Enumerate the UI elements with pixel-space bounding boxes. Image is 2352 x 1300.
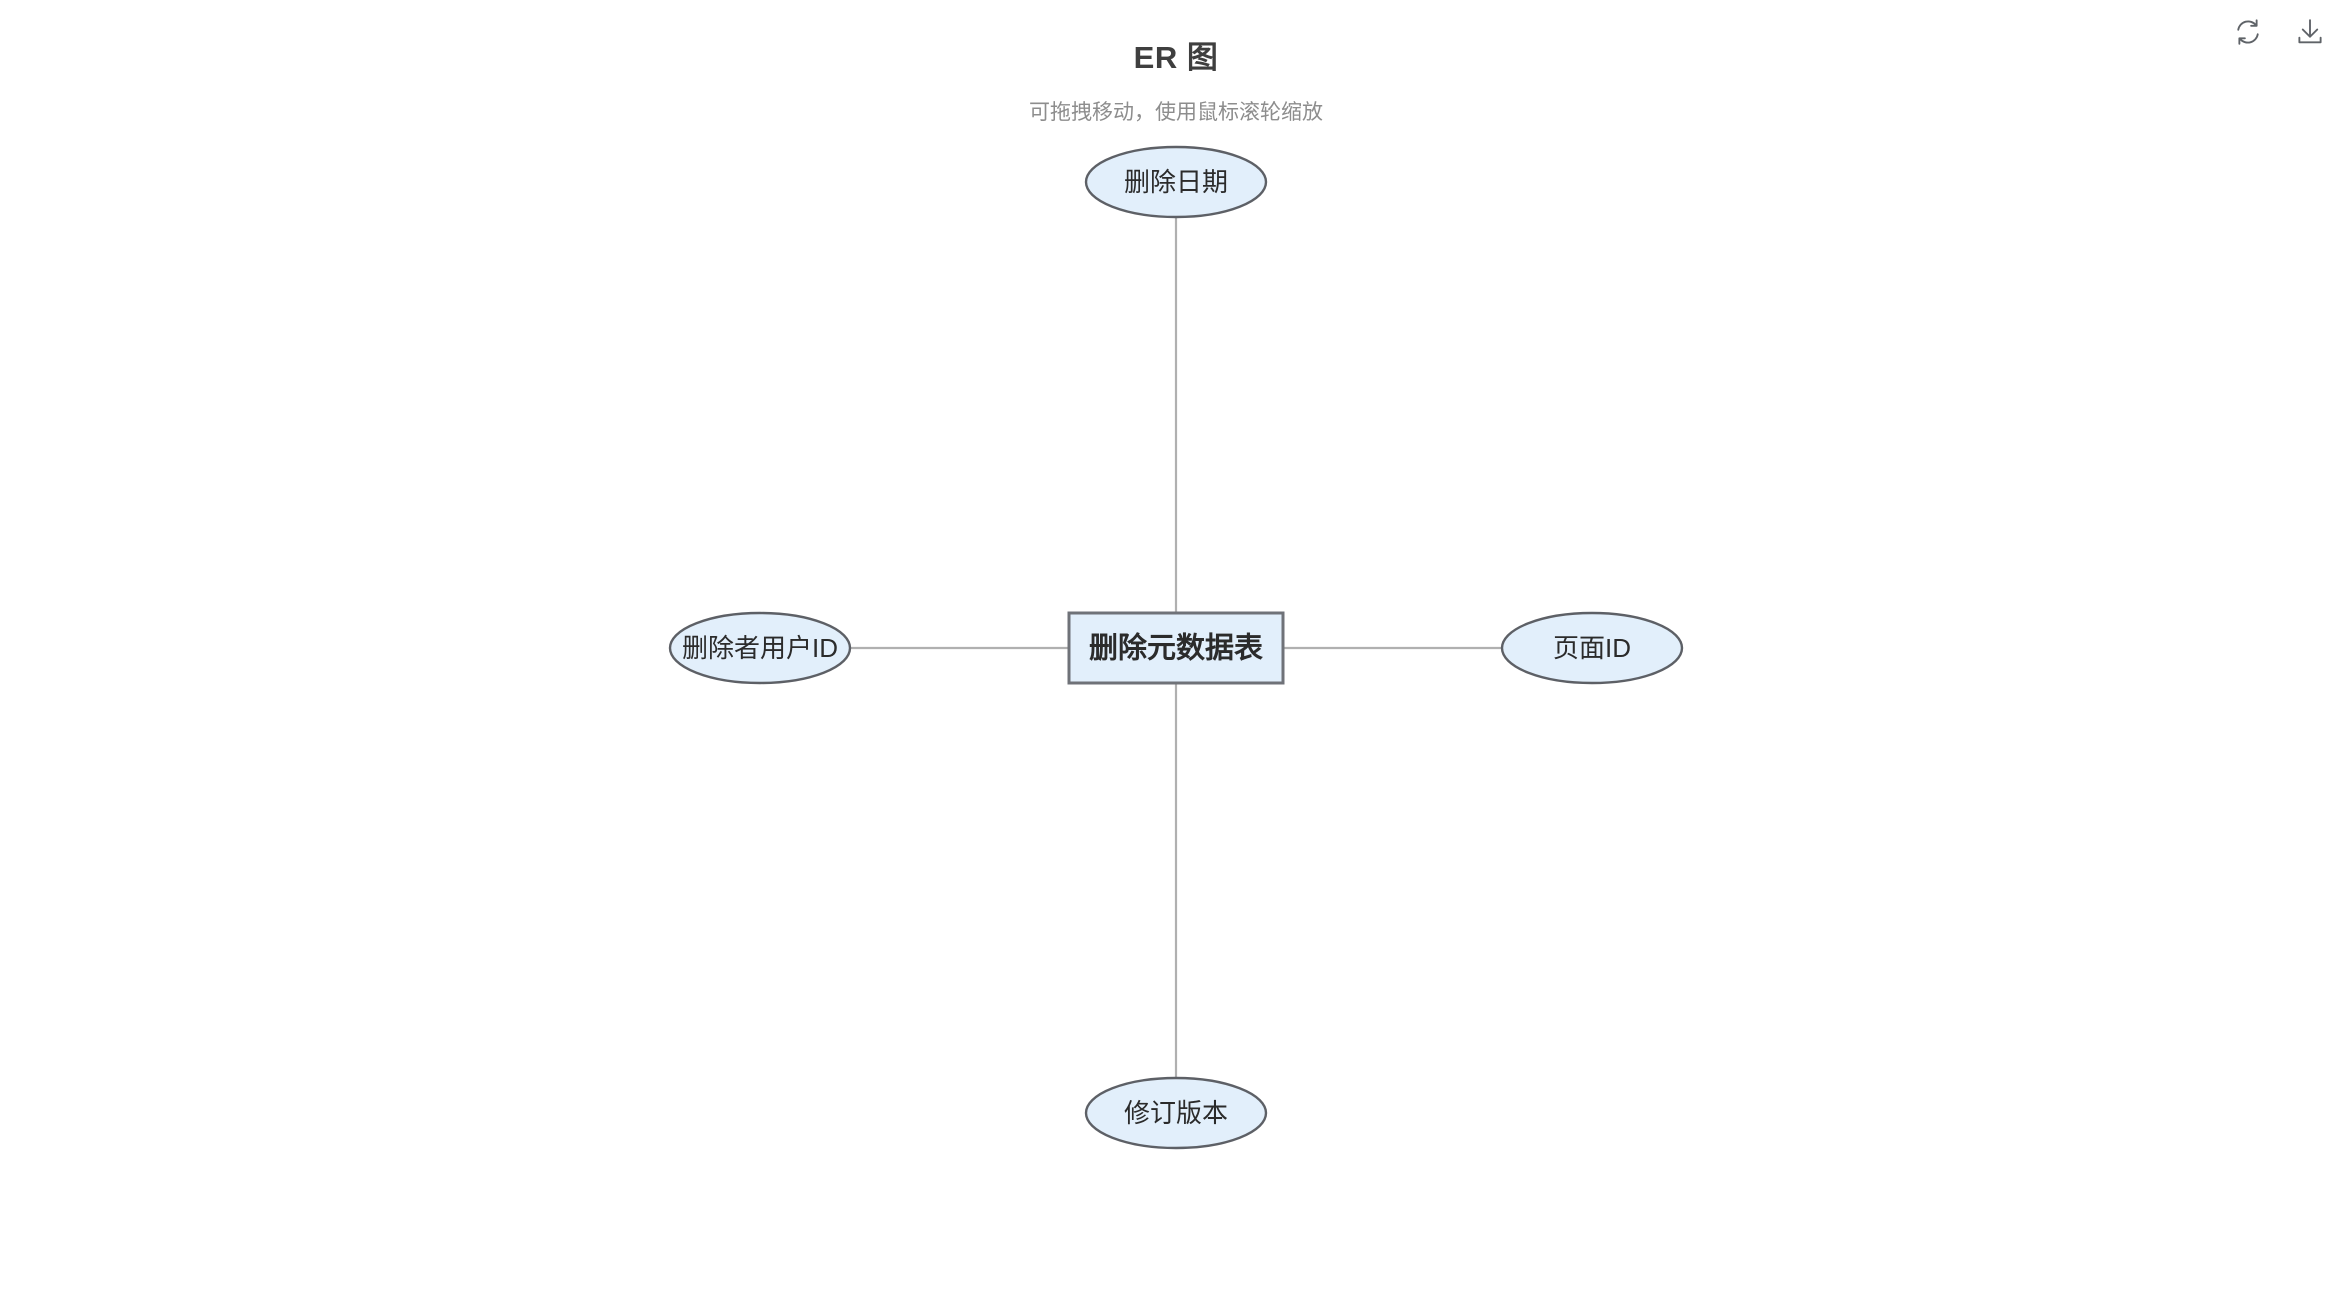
attribute-label: 修订版本 (1124, 1098, 1228, 1128)
attribute-label: 删除日期 (1124, 167, 1228, 197)
attribute-node-page-id[interactable]: 页面ID (1500, 611, 1684, 685)
page-header: ER 图 可拖拽移动，使用鼠标滚轮缩放 (0, 0, 2352, 140)
download-button[interactable] (2288, 10, 2332, 54)
edge-group (850, 217, 1502, 1078)
attribute-node-revision-version[interactable]: 修订版本 (1084, 1076, 1268, 1150)
entity-rectangle[interactable] (1067, 611, 1285, 685)
attribute-label: 删除者用户ID (682, 633, 838, 663)
download-icon (2295, 17, 2325, 47)
attribute-ellipse[interactable] (668, 611, 852, 685)
attribute-node-delete-date[interactable]: 删除日期 (1084, 145, 1268, 219)
toolbar (2226, 10, 2332, 54)
attribute-ellipse[interactable] (1500, 611, 1684, 685)
attribute-ellipse[interactable] (1084, 145, 1268, 219)
page-subtitle-hint: 可拖拽移动，使用鼠标滚轮缩放 (1029, 101, 1323, 124)
attribute-ellipse[interactable] (1084, 1076, 1268, 1150)
entity-label: 删除元数据表 (1089, 631, 1263, 665)
refresh-icon (2233, 17, 2263, 47)
diagram-canvas[interactable]: 删除日期 删除者用户ID 页面ID 修订版本 删除元数据表 (0, 140, 2352, 1300)
entity-node-delete-metadata-table[interactable]: 删除元数据表 (1067, 611, 1285, 685)
page-title: ER 图 (1133, 40, 1219, 75)
attribute-label: 页面ID (1553, 633, 1631, 663)
attribute-node-deleter-user-id[interactable]: 删除者用户ID (668, 611, 852, 685)
refresh-button[interactable] (2226, 10, 2270, 54)
er-diagram-svg[interactable]: 删除日期 删除者用户ID 页面ID 修订版本 删除元数据表 (0, 140, 2352, 1300)
